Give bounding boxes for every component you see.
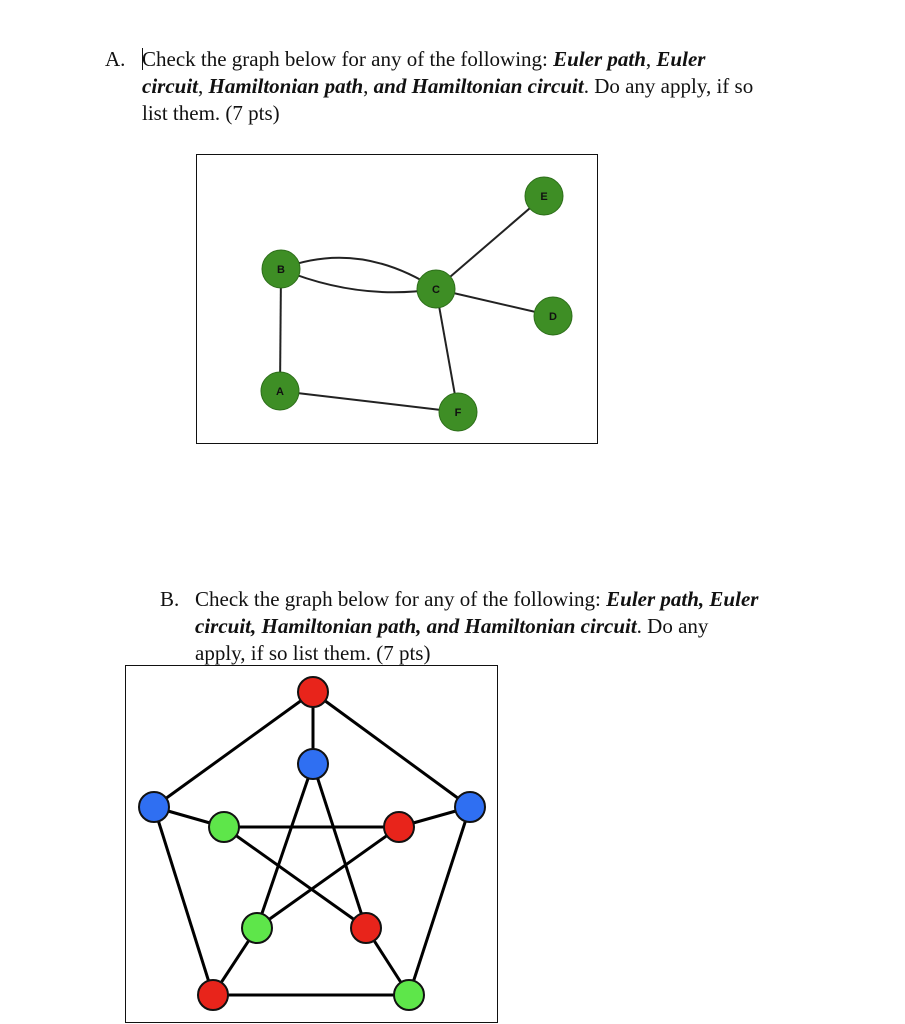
graph-a-figure: E B C D A F: [196, 154, 598, 444]
plain-text: Check the graph below for any of the fol…: [195, 587, 607, 611]
graph-b-canvas: [138, 676, 486, 1011]
graph-a-node-C: [416, 269, 456, 309]
term-text: and Hamiltonian circuit: [373, 74, 584, 98]
graph-a-node-label-F: F: [455, 407, 462, 419]
graph-b-outer-edge: [153, 690, 314, 809]
plain-text: ,: [363, 74, 374, 98]
graph-b-inner-node-i3: [350, 912, 382, 944]
graph-a-edge-C-D: [435, 288, 554, 317]
question-b-line-3: apply, if so list them. (7 pts): [160, 640, 758, 667]
graph-b-inner-node-i5: [208, 811, 240, 843]
term-text: Euler: [656, 47, 706, 71]
graph-b-star-edge: [311, 763, 368, 929]
term-text: circuit, Hamiltonian path, and Hamiltoni…: [195, 614, 637, 638]
question-b: B. Check the graph below for any of the f…: [160, 586, 758, 667]
graph-a-edge-B-C: [280, 268, 437, 294]
graph-b-outer-edge: [152, 806, 215, 996]
graph-a-node-label-B: B: [277, 264, 285, 276]
graph-a-node-A: [260, 371, 300, 411]
graph-b-star-edge: [223, 825, 367, 930]
graph-a-node-label-C: C: [432, 284, 440, 296]
graph-b-inner-node-i4: [241, 912, 273, 944]
question-b-marker: B.: [160, 587, 180, 611]
graph-a-edge-B-A: [279, 268, 282, 392]
term-text: Hamiltonian path: [208, 74, 364, 98]
graph-b-star-edge: [256, 825, 400, 930]
graph-a-edge-A-F: [279, 390, 459, 413]
plain-text: list them. (7 pts): [142, 101, 280, 125]
question-a-line-1-text: Check the graph below for any of the fol…: [142, 47, 705, 71]
graph-a-node-label-E: E: [540, 191, 547, 203]
plain-text: apply, if so list them. (7 pts): [195, 641, 431, 665]
graph-b-star-edge: [255, 763, 315, 929]
graph-a-node-D: [533, 296, 573, 336]
graph-b-outer-node-o4: [197, 979, 229, 1011]
graph-a-edge-C-E: [435, 195, 545, 290]
term-text: Euler path, Euler: [606, 587, 759, 611]
question-a-line-3: list them. (7 pts): [105, 100, 753, 127]
graph-b-inner-node-i1: [297, 748, 329, 780]
question-b-line-1: B. Check the graph below for any of the f…: [160, 586, 758, 613]
question-b-line-2: circuit, Hamiltonian path, and Hamiltoni…: [160, 613, 758, 640]
graph-b-inner-node-i2: [383, 811, 415, 843]
graph-a-edge-C-F: [435, 288, 459, 413]
plain-text: . Do any apply, if so: [583, 74, 754, 98]
question-a-marker: A.: [105, 47, 126, 71]
graph-b-outer-node-o5: [454, 791, 486, 823]
question-a: A. Check the graph below for any of the f…: [105, 46, 753, 127]
text-cursor: [142, 48, 143, 70]
graph-b-outer-edge: [407, 806, 472, 996]
plain-text: ,: [645, 47, 657, 71]
graph-a-canvas: E B C D A F: [260, 176, 573, 432]
graph-a-node-E: [524, 176, 564, 216]
graph-a-node-F: [438, 392, 478, 432]
graph-b-outer-node-o1: [297, 676, 329, 708]
term-text: circuit: [142, 74, 198, 98]
plain-text: Check the graph below for any of the fol…: [142, 47, 554, 71]
question-b-line-1-text: Check the graph below for any of the fol…: [195, 587, 758, 611]
question-a-line-1: A. Check the graph below for any of the f…: [105, 46, 753, 73]
term-text: Euler path: [553, 47, 646, 71]
graph-a-node-label-D: D: [549, 311, 557, 323]
graph-b-figure: [125, 665, 498, 1023]
plain-text: ,: [198, 74, 209, 98]
graph-b-outer-node-o3: [393, 979, 425, 1011]
question-a-line-2: circuit, Hamiltonian path, and Hamiltoni…: [105, 73, 753, 100]
graph-a-node-B: [261, 249, 301, 289]
graph-b-outer-node-o2: [138, 791, 170, 823]
graph-b-outer-edge: [312, 690, 471, 809]
graph-a-edge-B-C: [280, 256, 437, 290]
plain-text: . Do any: [636, 614, 709, 638]
graph-a-node-label-A: A: [276, 386, 284, 398]
